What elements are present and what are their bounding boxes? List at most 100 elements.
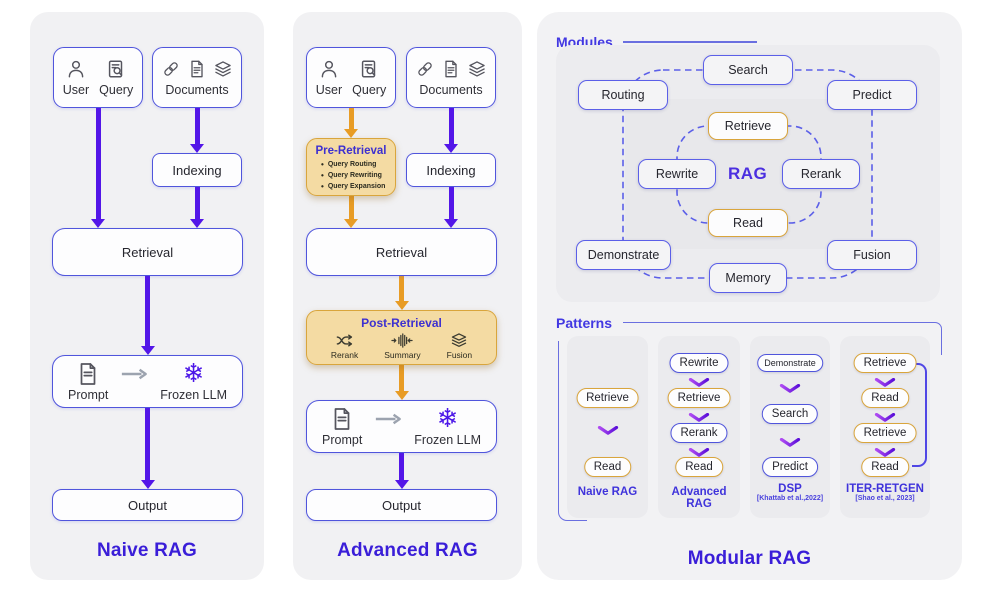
pattern-card-iter-retgen: Retrieve Read Retrieve Read ITER-RETGEN …: [840, 336, 930, 518]
arrow-postretrieval-to-prompt: [399, 365, 404, 391]
summary-label: Summary: [384, 350, 421, 360]
pattern-step: Read: [861, 457, 909, 477]
arrow-indexing-to-retrieval: [448, 187, 454, 219]
pattern-step: Retrieve: [853, 353, 917, 373]
pattern-label: DSP: [778, 483, 802, 495]
prompt-item: Prompt: [68, 361, 108, 402]
user-item: User: [63, 58, 89, 97]
pattern-step: Rerank: [670, 423, 728, 443]
patterns-heading-line: [623, 322, 942, 355]
indexing-box: Indexing: [152, 153, 242, 187]
user-label: User: [62, 83, 90, 97]
post-retrieval-box: Post-Retrieval Rerank Summary Fusion: [306, 310, 497, 365]
rag-center-label: RAG: [728, 164, 768, 183]
prompt-item: Prompt: [322, 406, 362, 447]
documents-icons: [415, 59, 487, 79]
post-retrieval-items: Rerank Summary Fusion: [331, 332, 472, 360]
pattern-card-dsp: Demonstrate Search Predict DSP [Khattab …: [750, 336, 830, 518]
module-predict: Predict: [827, 80, 917, 110]
pre-retrieval-box: Pre-Retrieval •Query Routing •Query Rewr…: [306, 138, 396, 196]
arrow-documents-to-indexing: [448, 108, 454, 144]
documents-label: Documents: [419, 82, 483, 97]
prompt-label: Prompt: [322, 433, 363, 447]
query-icon: [362, 60, 376, 78]
pattern-citation: [Khattab et al.,2022]: [756, 495, 824, 502]
indexing-box: Indexing: [406, 153, 496, 187]
module-read: Read: [708, 209, 788, 237]
pattern-step: Demonstrate: [757, 354, 823, 372]
user-query-card: User Query: [306, 47, 396, 108]
pattern-label: Naive RAG: [577, 486, 638, 498]
pattern-card-naive: Retrieve Read Naive RAG: [567, 336, 648, 518]
output-box: Output: [52, 489, 243, 521]
chevron-down-icon: [779, 438, 801, 447]
pattern-label: Advanced RAG: [671, 486, 727, 510]
prompt-llm-box: Prompt ❄ Frozen LLM: [52, 355, 243, 408]
advanced-rag-title: Advanced RAG: [337, 540, 478, 561]
layers-icon: [215, 60, 231, 77]
iteration-loop-arrow: [908, 359, 927, 467]
right-arrow-icon: [122, 368, 148, 379]
chevron-down-icon: [597, 426, 618, 435]
chevron-down-icon: [688, 378, 710, 387]
pattern-step: Rewrite: [669, 353, 729, 373]
right-arrow-icon: [376, 413, 402, 424]
prompt-document-icon: [334, 408, 350, 430]
prompt-llm-box: Prompt ❄ Frozen LLM: [306, 400, 497, 453]
modular-rag-title: Modular RAG: [687, 548, 812, 569]
prompt-document-icon: [80, 363, 96, 385]
module-fusion: Fusion: [827, 240, 917, 270]
arrow-indexing-to-retrieval: [194, 187, 200, 219]
document-icon: [445, 60, 457, 77]
arrow-preretrieval-to-retrieval: [348, 196, 354, 219]
documents-card: Documents: [406, 47, 496, 108]
module-rerank: Rerank: [782, 159, 860, 189]
query-label: Query: [352, 83, 387, 97]
retrieval-box: Retrieval: [52, 228, 243, 276]
output-box: Output: [306, 489, 497, 521]
patterns-left-bracket: [558, 341, 587, 521]
chevron-down-icon: [779, 384, 801, 393]
pre-retrieval-list: •Query Routing •Query Rewriting •Query E…: [321, 160, 386, 191]
chevron-down-icon: [688, 448, 710, 457]
arrow-documents-to-indexing: [194, 108, 200, 144]
snowflake-icon: ❄: [182, 359, 205, 389]
post-retrieval-title: Post-Retrieval: [361, 316, 442, 330]
modules-container: Search Routing Predict Retrieve Rewrite …: [556, 45, 940, 302]
rerank-label: Rerank: [330, 350, 359, 360]
pattern-step: Retrieve: [853, 423, 917, 443]
pattern-step: Search: [761, 404, 819, 424]
arrow-user-to-preretrieval: [348, 108, 354, 129]
pre-retrieval-title: Pre-Retrieval: [315, 145, 387, 157]
pre-retrieval-item: Query Expansion: [327, 183, 386, 190]
pattern-step: Predict: [762, 457, 818, 477]
pattern-card-advanced: Rewrite Retrieve Rerank Read Advanced RA…: [658, 336, 740, 518]
retrieval-box: Retrieval: [306, 228, 497, 276]
rerank-icon: [336, 334, 352, 347]
chevron-down-icon: [874, 413, 896, 422]
document-icon: [191, 60, 203, 77]
documents-label: Documents: [165, 82, 229, 97]
arrow-prompt-to-output: [145, 408, 150, 480]
query-icon: [109, 60, 123, 78]
user-icon: [68, 60, 84, 78]
patterns-heading: Patterns: [556, 315, 613, 331]
naive-rag-panel: User Query Documents Indexing Retrieval …: [30, 12, 264, 580]
frozen-llm-item: ❄ Frozen LLM: [414, 406, 481, 447]
module-retrieve: Retrieve: [708, 112, 788, 140]
pattern-step: Retrieve: [667, 388, 731, 408]
prompt-label: Prompt: [68, 388, 109, 402]
pre-retrieval-item: Query Rewriting: [327, 172, 382, 179]
fusion-label: Fusion: [446, 350, 473, 360]
chevron-down-icon: [874, 378, 896, 387]
chevron-down-icon: [688, 413, 710, 422]
documents-icons: [161, 59, 233, 79]
pattern-citation: [Shao et al., 2023]: [855, 495, 915, 502]
pre-retrieval-item: Query Routing: [327, 161, 377, 168]
link-icon: [164, 61, 178, 76]
modules-heading-line: [623, 41, 757, 43]
module-search: Search: [703, 55, 793, 85]
documents-card: Documents: [152, 47, 242, 108]
chevron-down-icon: [874, 448, 896, 457]
